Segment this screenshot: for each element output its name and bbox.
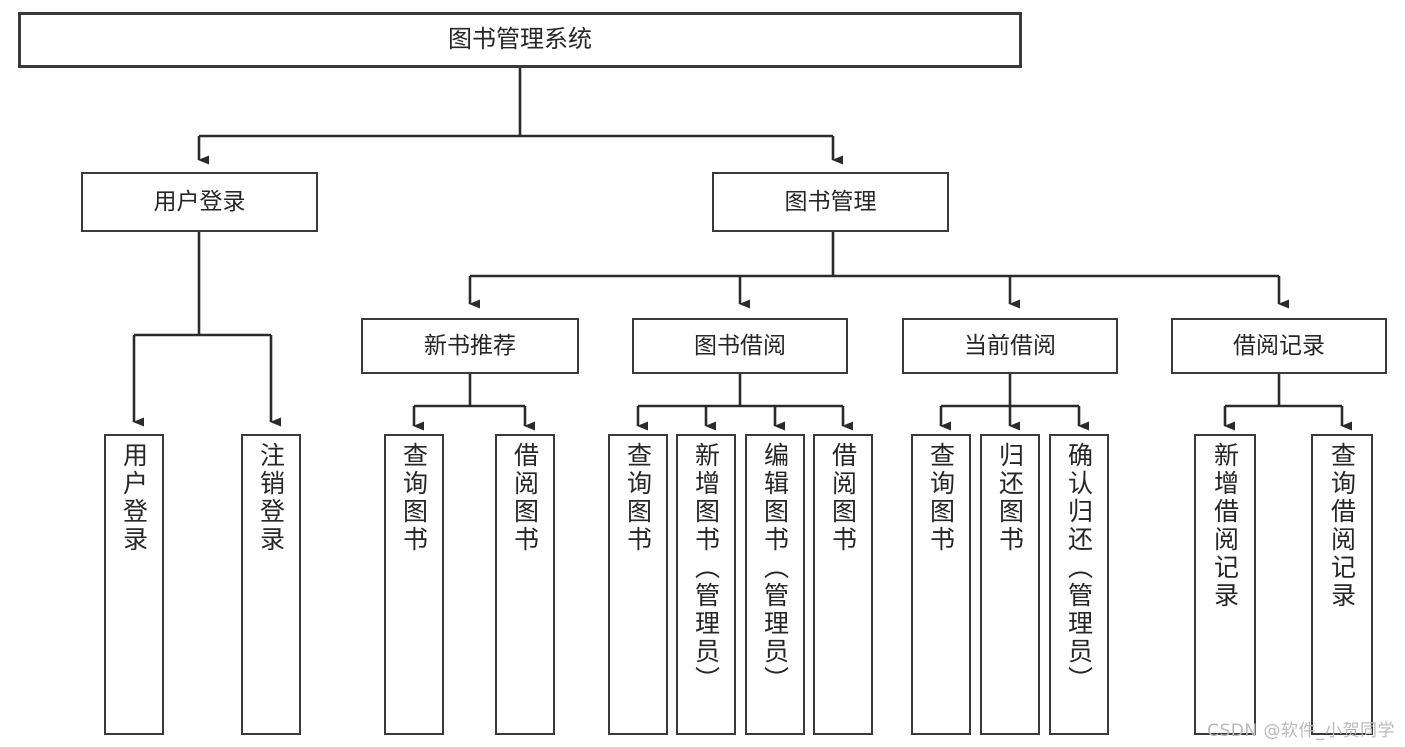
node-leaf-borrow-book-2[interactable]: 借阅图书 [813,434,873,735]
node-book-borrow[interactable]: 图书借阅 [632,318,848,374]
node-leaf-query-book-2-label: 查询图书 [623,442,653,554]
node-leaf-add-record[interactable]: 新增借阅记录 [1194,434,1256,735]
node-new-book-recommend-label: 新书推荐 [424,332,516,359]
node-leaf-query-record[interactable]: 查询借阅记录 [1311,434,1373,735]
node-leaf-add-record-label: 新增借阅记录 [1210,442,1240,610]
node-user-login-label: 用户登录 [153,188,246,215]
node-leaf-borrow-book-2-label: 借阅图书 [828,442,858,554]
node-leaf-borrow-book-1[interactable]: 借阅图书 [495,434,555,735]
node-leaf-user-login-label: 用户登录 [119,442,149,554]
node-current-borrow-label: 当前借阅 [964,332,1056,359]
node-borrow-record[interactable]: 借阅记录 [1171,318,1387,374]
node-leaf-return-book[interactable]: 归还图书 [980,434,1040,735]
node-new-book-recommend[interactable]: 新书推荐 [361,318,579,374]
node-leaf-logout-login[interactable]: 注销登录 [241,434,301,735]
node-book-manage-label: 图书管理 [784,188,877,215]
node-leaf-add-book-label: 新增图书（管理员） [691,442,721,694]
node-borrow-record-label: 借阅记录 [1233,332,1325,359]
node-leaf-edit-book[interactable]: 编辑图书（管理员） [745,434,805,735]
node-root-label: 图书管理系统 [448,25,592,54]
node-leaf-confirm-return-label: 确认归还（管理员） [1064,442,1094,694]
node-leaf-query-record-label: 查询借阅记录 [1327,442,1357,610]
node-leaf-borrow-book-1-label: 借阅图书 [510,442,540,554]
node-leaf-return-book-label: 归还图书 [995,442,1025,554]
node-leaf-confirm-return[interactable]: 确认归还（管理员） [1049,434,1109,735]
node-book-manage[interactable]: 图书管理 [712,172,949,232]
node-book-borrow-label: 图书借阅 [694,332,786,359]
node-leaf-query-book-2[interactable]: 查询图书 [608,434,668,735]
node-leaf-query-book-1-label: 查询图书 [399,442,429,554]
node-leaf-edit-book-label: 编辑图书（管理员） [760,442,790,694]
node-leaf-logout-login-label: 注销登录 [256,442,286,554]
watermark-text: CSDN @软件_小贺同学 [1207,721,1395,741]
node-leaf-query-book-3[interactable]: 查询图书 [911,434,971,735]
node-user-login[interactable]: 用户登录 [81,172,318,232]
node-leaf-query-book-3-label: 查询图书 [926,442,956,554]
node-leaf-query-book-1[interactable]: 查询图书 [384,434,444,735]
node-root[interactable]: 图书管理系统 [18,12,1022,68]
node-leaf-user-login[interactable]: 用户登录 [104,434,164,735]
node-leaf-add-book[interactable]: 新增图书（管理员） [676,434,736,735]
node-current-borrow[interactable]: 当前借阅 [902,318,1118,374]
